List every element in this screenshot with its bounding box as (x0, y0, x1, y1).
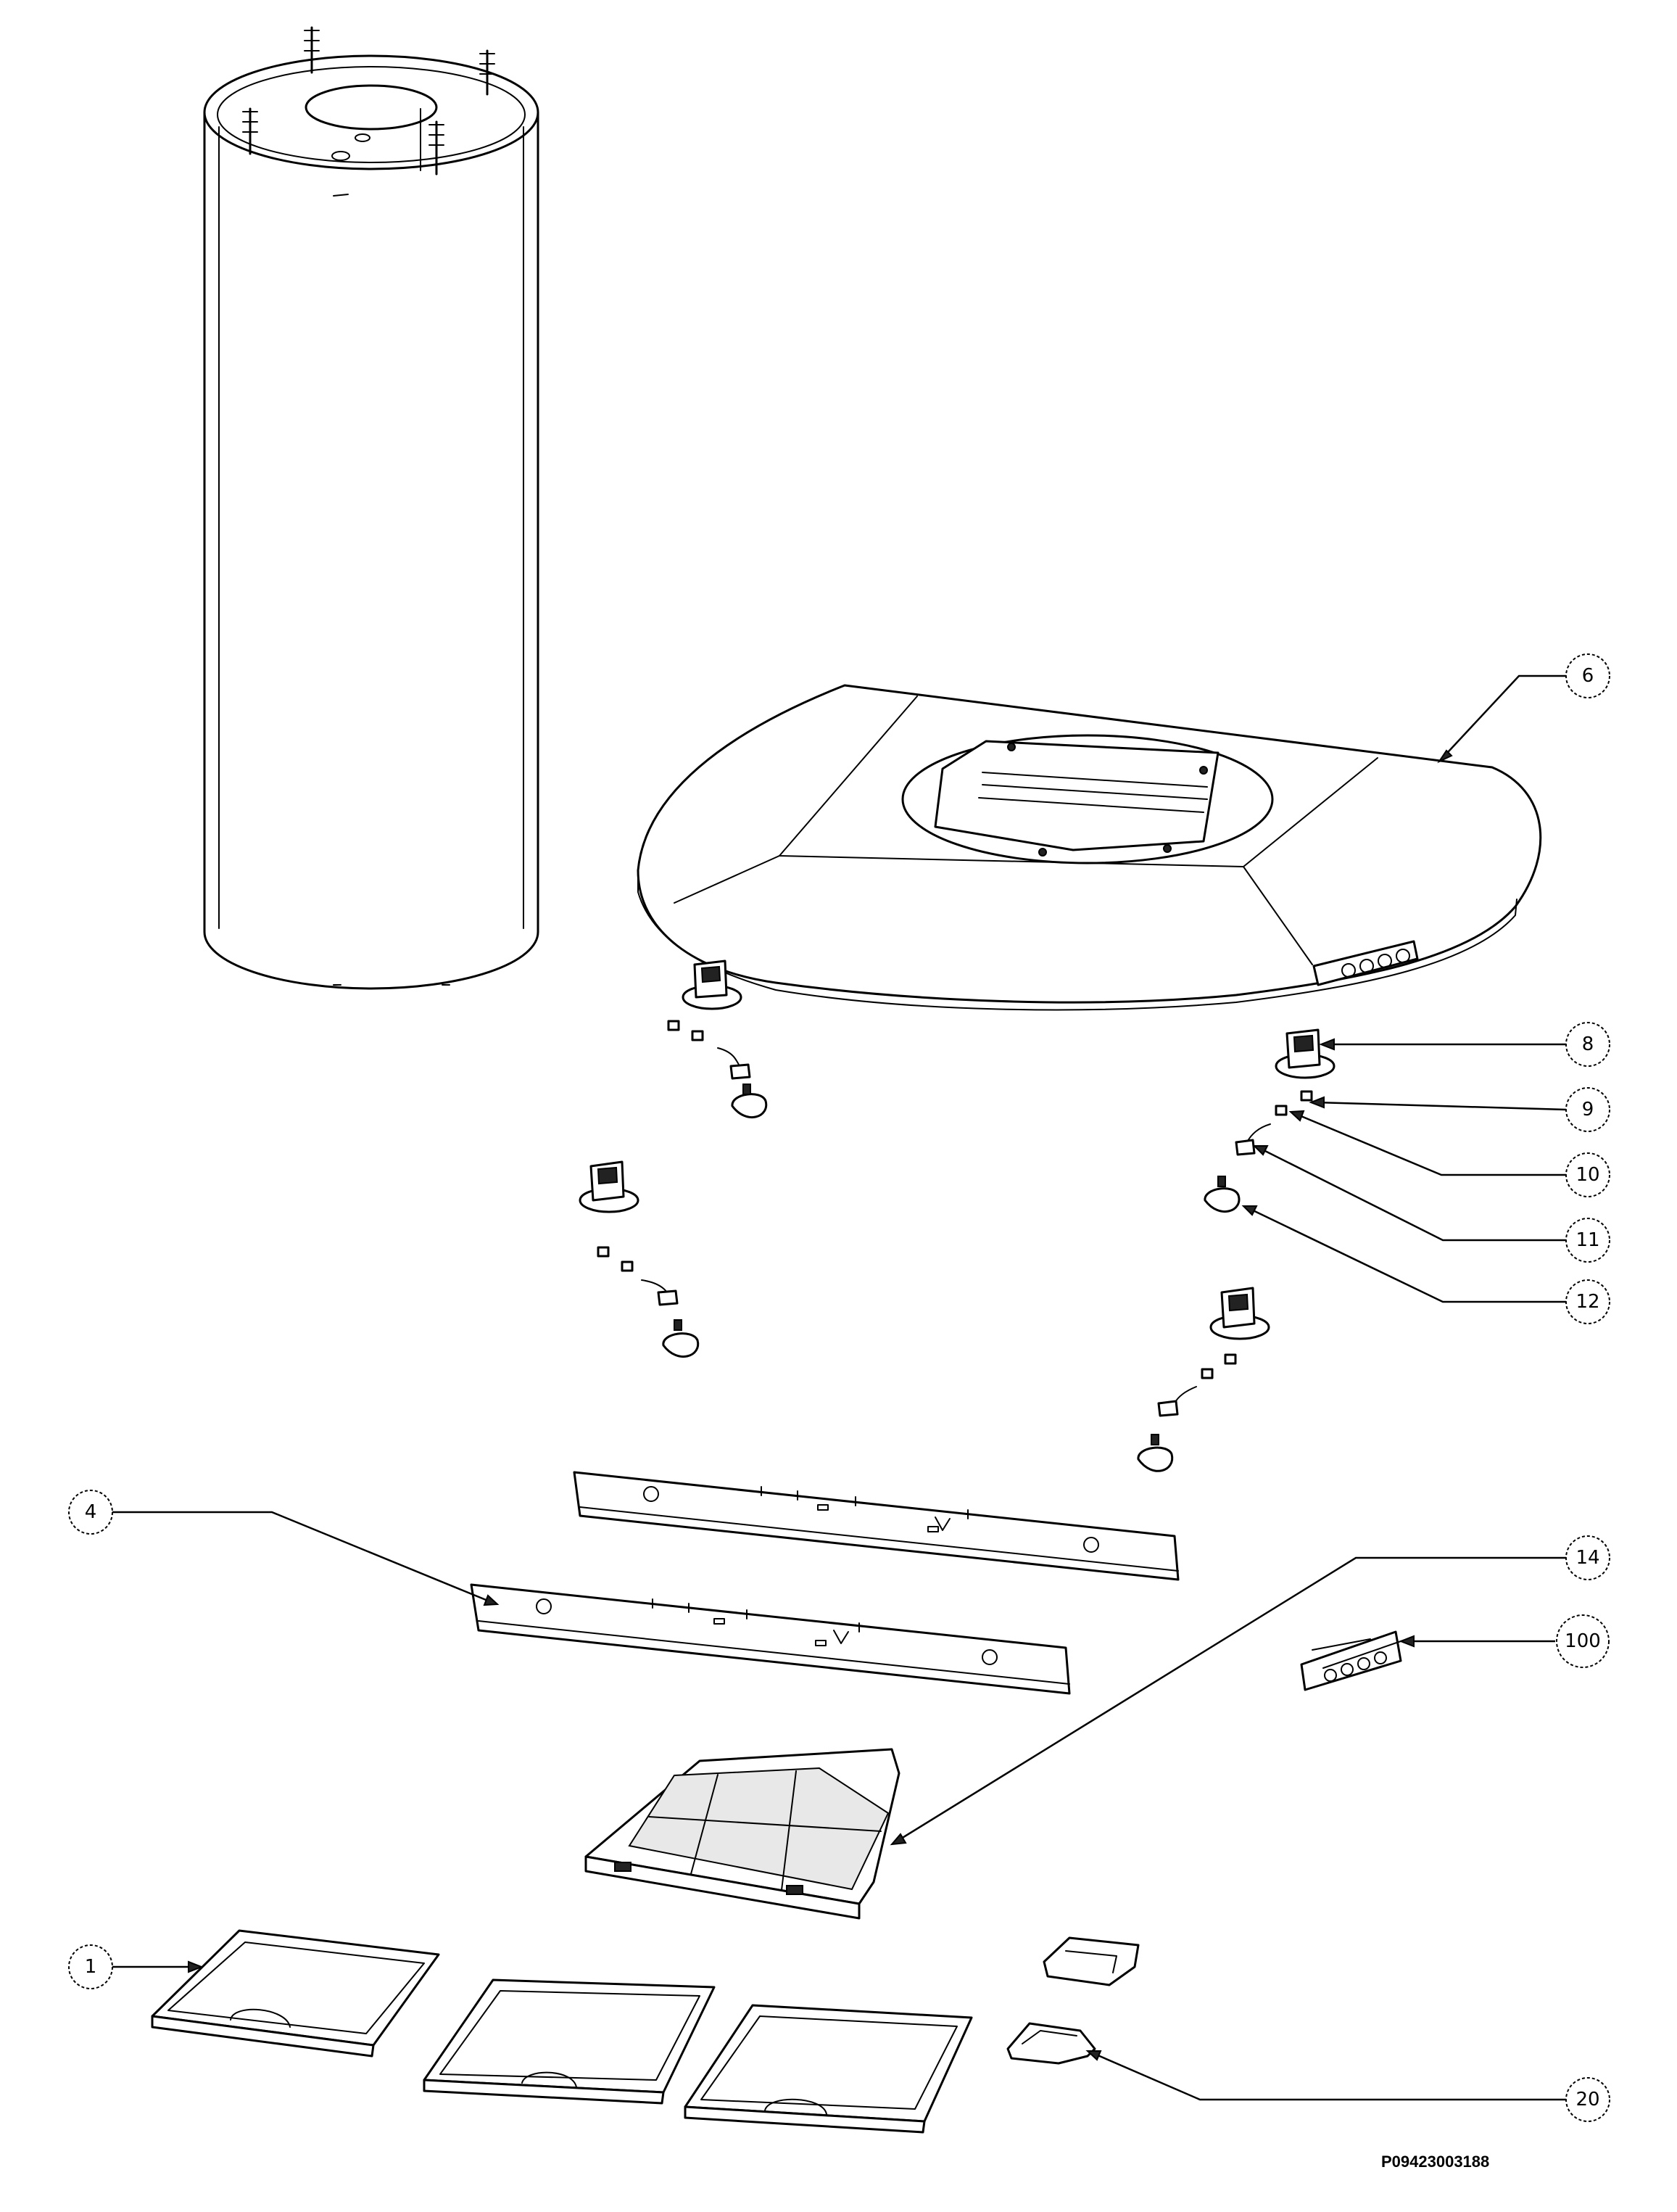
carbon-filter (584, 1748, 900, 1920)
svg-text:12: 12 (1575, 1291, 1599, 1313)
grease-filter-2 (423, 1978, 716, 2105)
callout-20: 20 (1565, 2077, 1610, 2122)
mounting-screw (242, 26, 495, 176)
hood-canopy (637, 684, 1542, 1011)
svg-text:6: 6 (1582, 665, 1594, 687)
callout-6: 6 (1565, 653, 1610, 698)
lamp-set-2 (579, 1160, 700, 1358)
leader-lines (112, 674, 1567, 2101)
callout-4: 4 (68, 1490, 113, 1535)
svg-text:10: 10 (1575, 1164, 1599, 1186)
svg-text:20: 20 (1575, 2089, 1599, 2110)
document-number: P09423003188 (1381, 2153, 1489, 2171)
lamp-set-4 (1137, 1287, 1270, 1472)
lamp-set-3 (1204, 1028, 1336, 1213)
callout-8: 8 (1565, 1022, 1610, 1067)
svg-text:9: 9 (1582, 1099, 1594, 1121)
grease-filter-1 (151, 1929, 440, 2058)
support-rail-upper (573, 1471, 1180, 1581)
chimney-cylinder (203, 26, 539, 990)
svg-text:1: 1 (85, 1956, 97, 1978)
callout-10: 10 (1565, 1152, 1610, 1197)
svg-text:11: 11 (1575, 1229, 1599, 1251)
svg-text:4: 4 (85, 1501, 97, 1523)
callout-1: 1 (68, 1944, 113, 1989)
lamp-set-1 (667, 960, 768, 1119)
grease-filter-3 (684, 2004, 973, 2134)
svg-text:100: 100 (1565, 1630, 1601, 1652)
part-20-assembly (1006, 1936, 1140, 2065)
support-rail-lower (470, 1583, 1071, 1695)
callout-11: 11 (1565, 1218, 1610, 1263)
control-module (1300, 1630, 1404, 1691)
callout-100: 100 (1556, 1614, 1610, 1668)
svg-text:8: 8 (1582, 1033, 1594, 1055)
callout-9: 9 (1565, 1087, 1610, 1132)
callout-12: 12 (1565, 1279, 1610, 1324)
svg-text:14: 14 (1575, 1547, 1599, 1569)
callout-14: 14 (1565, 1535, 1610, 1580)
